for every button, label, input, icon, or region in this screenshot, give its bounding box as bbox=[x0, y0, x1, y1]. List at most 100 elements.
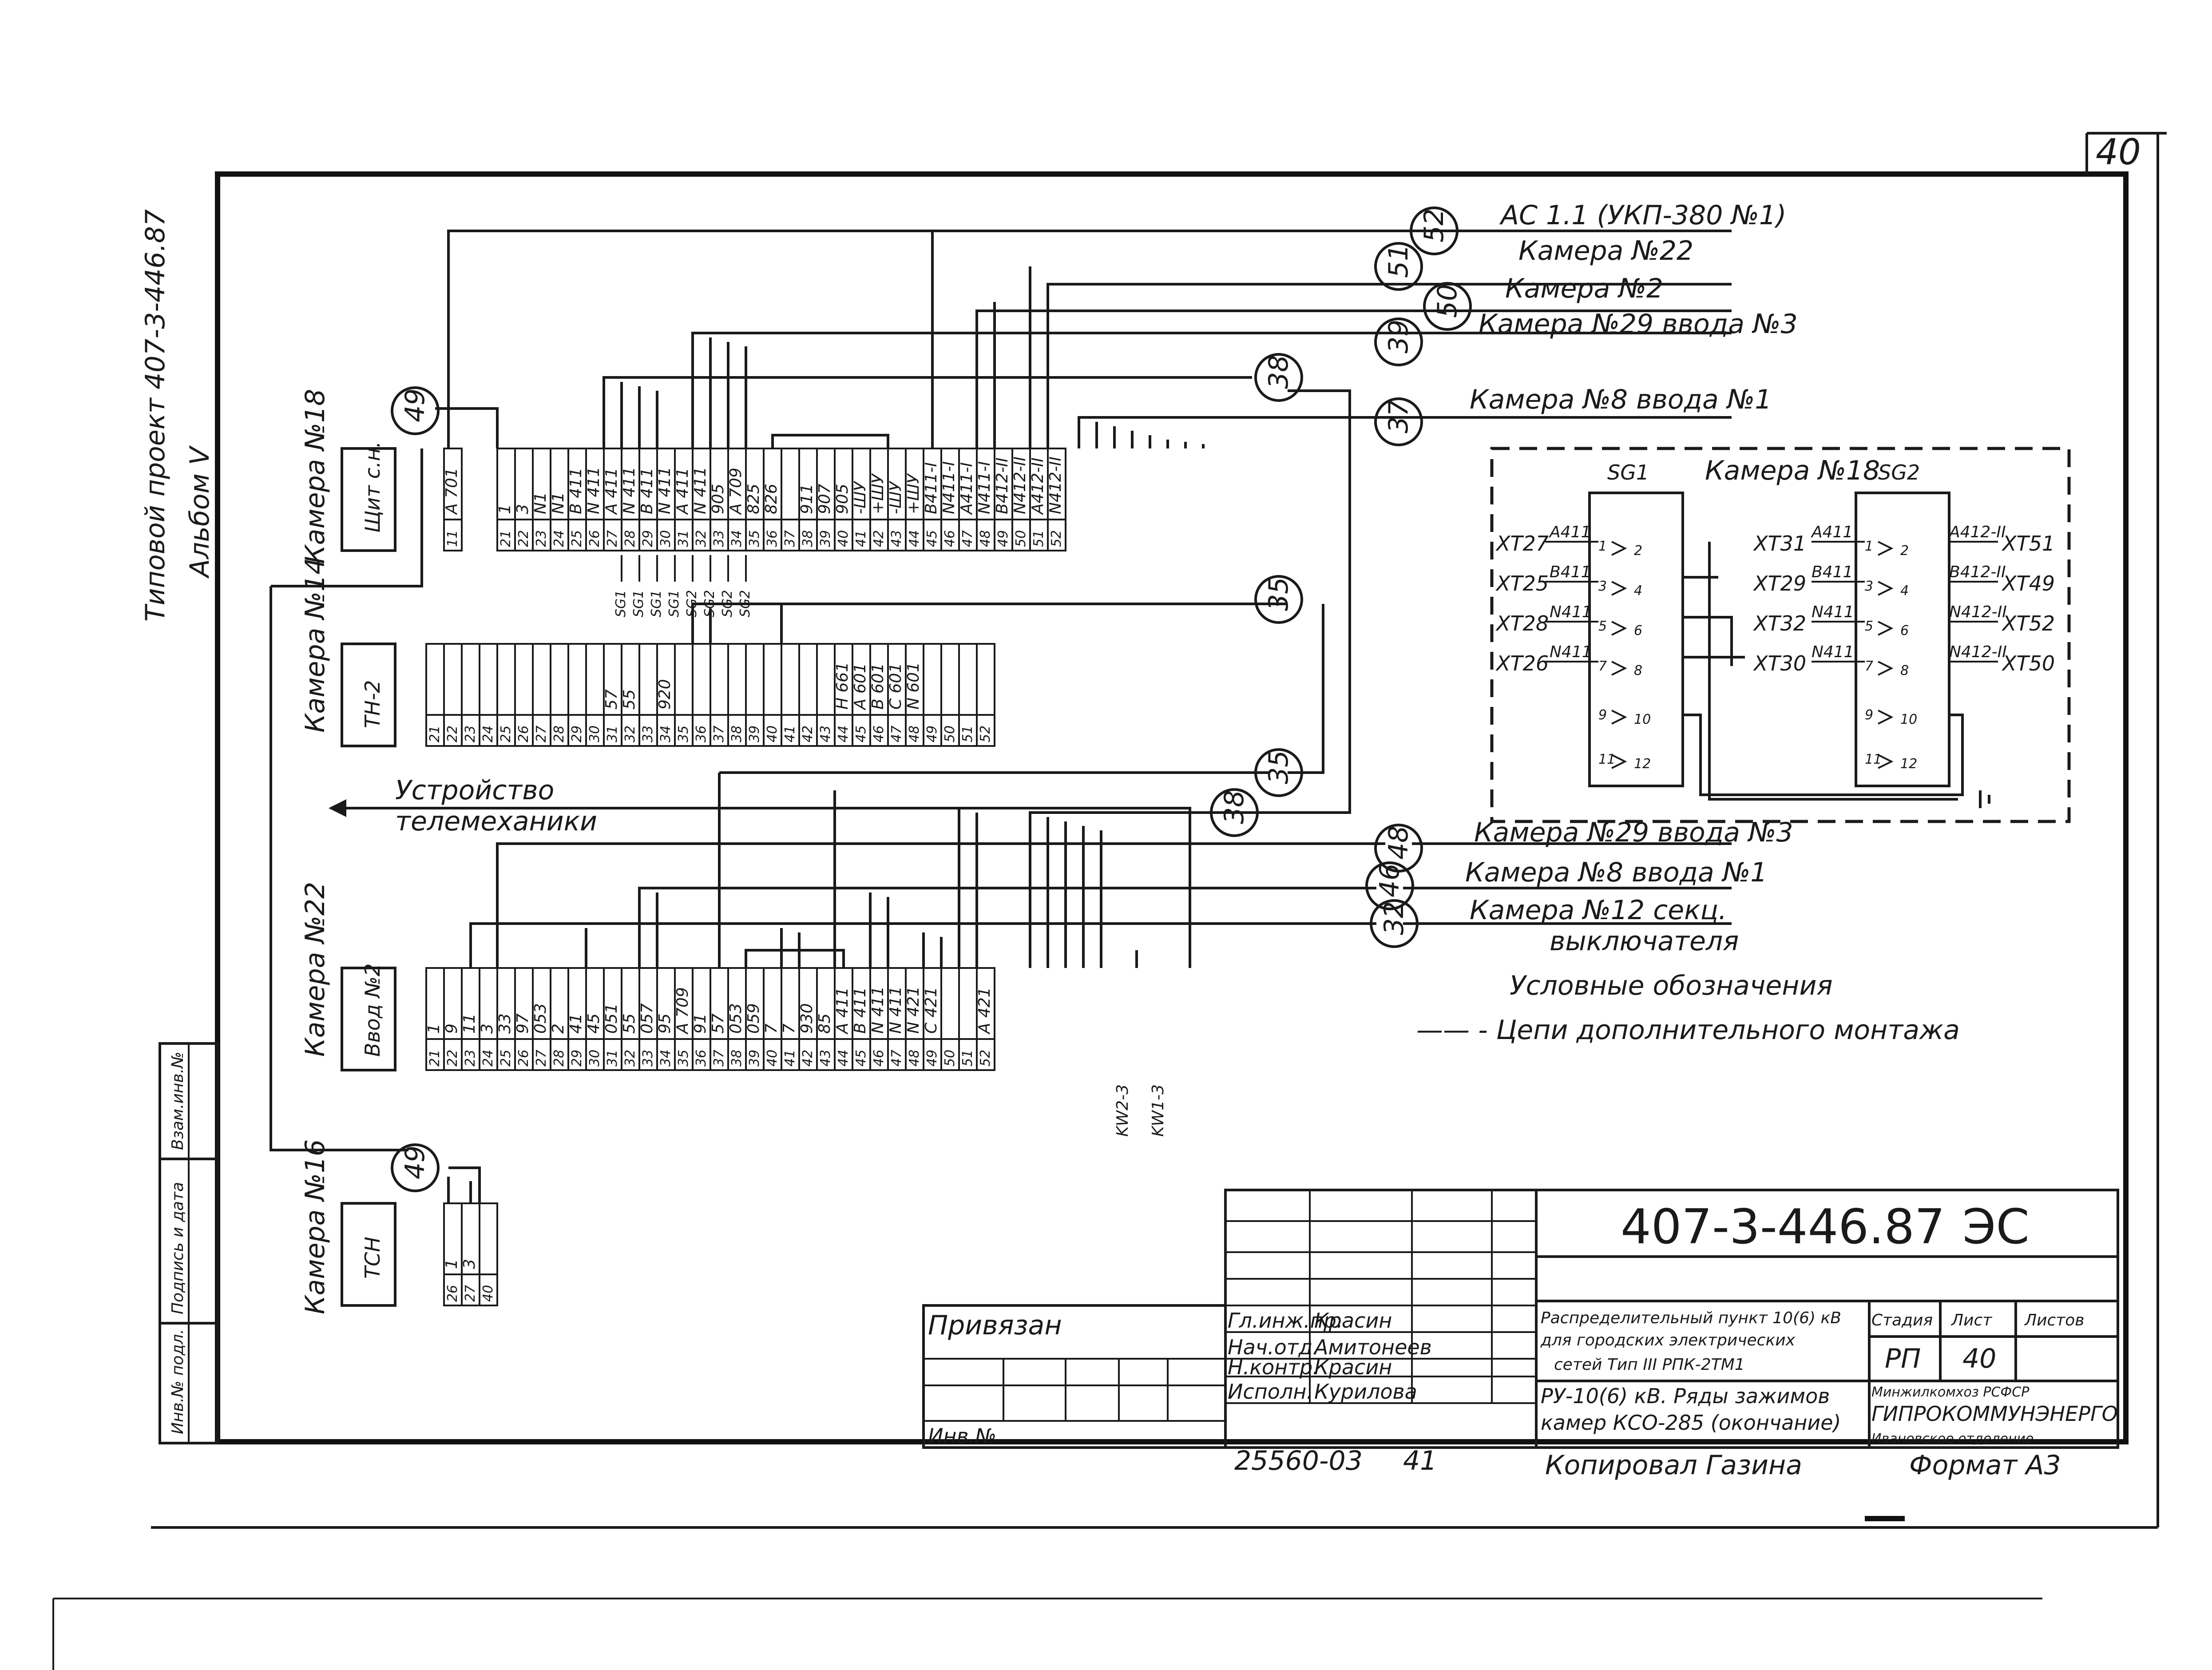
terminal-mark: 930 bbox=[798, 1003, 816, 1034]
terminal-number: 52 bbox=[978, 726, 993, 742]
terminal-cell: 50 bbox=[940, 967, 960, 1071]
terminal-number: 28 bbox=[622, 530, 638, 547]
terminal-mark: -ШУ bbox=[887, 481, 905, 514]
terminal-mark: В 411 bbox=[638, 468, 656, 514]
terminal-number: 25 bbox=[498, 726, 514, 742]
terminal-cell: 44Н 661 bbox=[833, 643, 853, 747]
cable-number: 51 bbox=[1383, 244, 1414, 278]
terminal-number: 46 bbox=[871, 1050, 887, 1067]
inset-contact: 1 bbox=[1598, 539, 1607, 554]
terminal-mark: 7 bbox=[780, 1023, 798, 1034]
terminal-cell: 30N 411 bbox=[656, 448, 676, 551]
terminal-number: 25 bbox=[498, 1050, 514, 1067]
terminal-cell: 50 bbox=[940, 643, 960, 747]
tb-inv: Инв.№ bbox=[928, 1424, 996, 1448]
terminal-number: 39 bbox=[747, 1050, 762, 1067]
cable-circle: 35 bbox=[1254, 575, 1303, 624]
terminal-mark: -ШУ bbox=[851, 481, 869, 514]
terminal-mark: 45 bbox=[585, 1013, 603, 1034]
terminal-number: 47 bbox=[889, 726, 904, 742]
cable-number: 38 bbox=[1263, 355, 1294, 389]
terminal-number: 28 bbox=[551, 1050, 567, 1067]
cable-circle: 50 bbox=[1423, 282, 1472, 331]
sg-label: SG1 bbox=[631, 590, 646, 617]
box-22-label: Ввод №2 bbox=[361, 964, 385, 1057]
terminal-cell: 229 bbox=[443, 967, 463, 1071]
terminal-number: 24 bbox=[551, 530, 567, 547]
terminal-mark: А412-II bbox=[1029, 457, 1047, 515]
tb-mark: ЭС bbox=[1962, 1199, 2030, 1255]
terminal-number: 30 bbox=[658, 530, 674, 547]
terminal-cell: 24 N1 bbox=[549, 448, 569, 551]
inset-right-mark: N412-II bbox=[1949, 643, 2007, 661]
terminal-number: 49 bbox=[924, 1050, 940, 1067]
terminal-mark: 825 bbox=[745, 484, 763, 514]
inset-left-port: ХТ26 bbox=[1495, 651, 1549, 675]
cabinet-16-label: Камера №16 bbox=[300, 1139, 331, 1314]
terminal-mark: N 411 bbox=[585, 467, 603, 514]
terminal-cell: 45А 601 bbox=[851, 643, 871, 747]
terminal-number: 31 bbox=[676, 530, 691, 547]
terminal-number: 24 bbox=[480, 726, 496, 742]
inset-right-port: ХТ50 bbox=[2002, 651, 2055, 675]
legend-item: —— - Цепи дополнительного монтажа bbox=[1416, 1015, 1960, 1046]
terminal-number: 50 bbox=[942, 1050, 958, 1067]
terminal-cell: 22 bbox=[443, 643, 463, 747]
terminal-mark: N411-I bbox=[975, 461, 994, 514]
terminal-cell: 41 bbox=[781, 643, 800, 747]
inset-contact: 6 bbox=[1634, 623, 1642, 639]
terminal-mark: 905 bbox=[709, 484, 727, 514]
tb-name-1: Красин bbox=[1314, 1309, 1392, 1333]
terminal-cell: 46 N 411 bbox=[869, 967, 889, 1071]
inset-mid-mark: В411 bbox=[1812, 563, 1853, 581]
inset-right-mark: В412-II bbox=[1949, 563, 2006, 581]
terminal-mark: 1 bbox=[496, 504, 514, 514]
dest-39: Камера №29 ввода №3 bbox=[1479, 309, 1798, 340]
terminal-number: 47 bbox=[960, 530, 975, 547]
terminal-number: 23 bbox=[463, 726, 478, 742]
tb-privyazan: Привязан bbox=[928, 1310, 1062, 1341]
inset-contact: 11 bbox=[1598, 752, 1615, 767]
inset-title: Камера №18 bbox=[1705, 455, 1880, 486]
terminal-cell: 25В 411 bbox=[567, 448, 587, 551]
terminal-number: 44 bbox=[836, 726, 851, 742]
inset-contact: 12 bbox=[1900, 756, 1917, 772]
box-16-label: ТСН bbox=[361, 1237, 385, 1279]
tb-sheets-header: Листов bbox=[2024, 1311, 2084, 1329]
terminal-mark: 55 bbox=[620, 689, 638, 710]
terminal-mark: 57 bbox=[709, 1013, 727, 1034]
terminal-cell: 46В 601 bbox=[869, 643, 889, 747]
cable-circle: 38 bbox=[1210, 788, 1259, 837]
terminal-number: 40 bbox=[836, 530, 851, 547]
terminal-number: 30 bbox=[587, 1050, 603, 1067]
terminal-mark: 57 bbox=[603, 689, 621, 710]
terminal-number: 39 bbox=[747, 726, 762, 742]
inset-contact: 7 bbox=[1865, 658, 1873, 674]
terminal-number: 31 bbox=[605, 1050, 620, 1067]
tb-org-2: ГИПРОКОММУНЭНЕРГО bbox=[1871, 1402, 2118, 1426]
cable-circle: 38 bbox=[1254, 353, 1303, 402]
cable-number: 38 bbox=[1219, 790, 1250, 824]
terminal-mark: N1 bbox=[549, 492, 567, 514]
terminal-number: 32 bbox=[622, 726, 638, 742]
terminal-number: 46 bbox=[942, 530, 958, 547]
terminal-mark: С 421 bbox=[922, 987, 940, 1034]
inset-mid-mark: N411 bbox=[1812, 643, 1854, 661]
terminal-number: 27 bbox=[463, 1285, 478, 1302]
inset-left-port: ХТ28 bbox=[1495, 611, 1549, 635]
stamp-vzam: Взам.инв.№ bbox=[169, 1051, 187, 1150]
inset-mid-mark: А411 bbox=[1811, 523, 1853, 541]
terminal-mark: 11 bbox=[460, 1013, 479, 1034]
tb-role-2: Нач.отд. bbox=[1228, 1335, 1319, 1359]
inset-right-mark: N412-II bbox=[1949, 603, 2007, 621]
terminal-number: 37 bbox=[711, 726, 727, 742]
terminal-mark: N 411 bbox=[869, 986, 887, 1034]
sg-label: SG1 bbox=[666, 590, 682, 617]
tb-sheet-title-1: РУ-10(6) кВ. Ряды зажимов bbox=[1541, 1384, 1830, 1408]
